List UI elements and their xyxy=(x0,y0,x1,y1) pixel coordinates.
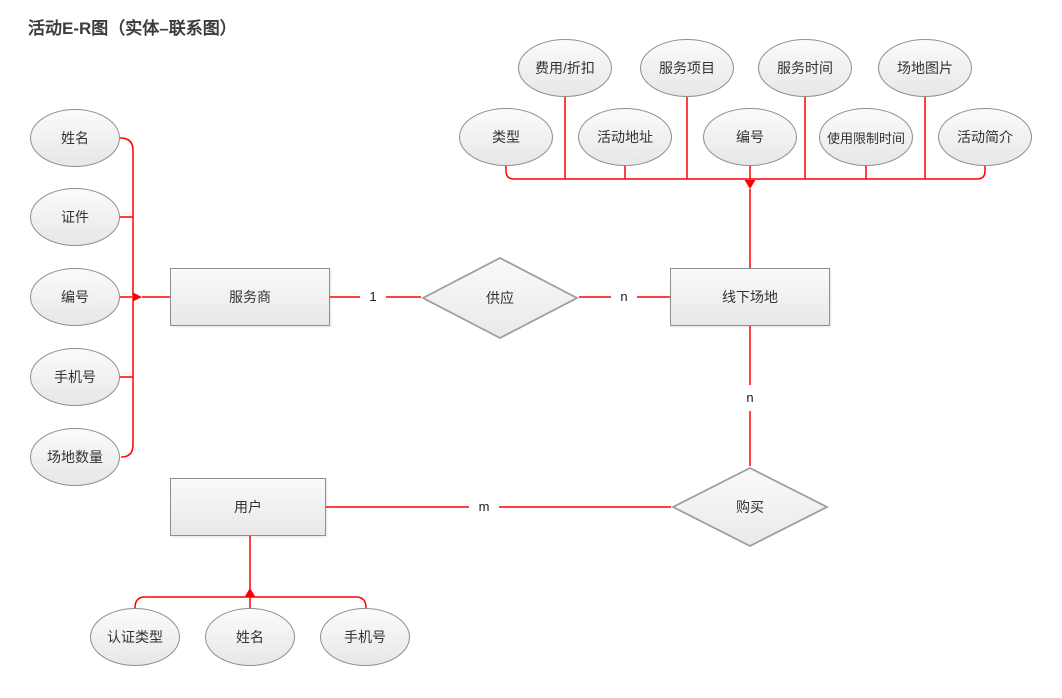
entity-user: 用户 xyxy=(170,478,326,536)
attribute-venue-intro: 活动简介 xyxy=(938,108,1032,166)
relationship-purchase: 购买 xyxy=(671,466,829,548)
arrowhead-to-venue xyxy=(744,180,756,189)
attribute-label: 服务时间 xyxy=(777,60,833,76)
attribute-provider-credential: 证件 xyxy=(30,188,120,246)
attribute-label: 场地数量 xyxy=(47,449,103,465)
attribute-label: 活动地址 xyxy=(597,129,653,145)
attribute-venue-address: 活动地址 xyxy=(578,108,672,166)
entity-label: 线下场地 xyxy=(722,289,778,305)
attribute-venue-service-time: 服务时间 xyxy=(758,39,852,97)
attribute-label: 活动简介 xyxy=(957,129,1013,145)
attribute-user-auth-type: 认证类型 xyxy=(90,608,180,666)
entity-label: 服务商 xyxy=(229,289,271,305)
entity-offline-venue: 线下场地 xyxy=(670,268,830,326)
connector-venue-attr-bus xyxy=(505,166,986,180)
attribute-venue-time-limit: 使用限制时间 xyxy=(819,108,913,166)
attribute-provider-phone: 手机号 xyxy=(30,348,120,406)
connector-user-attr-bus xyxy=(134,596,367,609)
attribute-label: 编号 xyxy=(61,289,89,305)
attribute-label: 类型 xyxy=(492,129,520,145)
attribute-provider-name: 姓名 xyxy=(30,109,120,167)
attribute-venue-pictures: 场地图片 xyxy=(878,39,972,97)
attribute-user-name: 姓名 xyxy=(205,608,295,666)
relationship-label: 购买 xyxy=(736,499,764,515)
attribute-label: 服务项目 xyxy=(659,60,715,76)
entity-label: 用户 xyxy=(234,499,262,515)
attribute-label: 姓名 xyxy=(236,629,264,645)
cardinality-provider-supply: 1 xyxy=(369,289,377,304)
attribute-venue-type: 类型 xyxy=(459,108,553,166)
attribute-label: 费用/折扣 xyxy=(535,60,595,76)
attribute-label: 姓名 xyxy=(61,130,89,146)
attribute-provider-id: 编号 xyxy=(30,268,120,326)
attribute-venue-service-items: 服务项目 xyxy=(640,39,734,97)
diamond-shape xyxy=(421,256,579,340)
cardinality-supply-venue: n xyxy=(620,289,628,304)
attribute-user-phone: 手机号 xyxy=(320,608,410,666)
attribute-label: 编号 xyxy=(736,129,764,145)
diamond-shape xyxy=(671,466,829,548)
attribute-label: 手机号 xyxy=(54,369,96,385)
attribute-label: 使用限制时间 xyxy=(826,130,905,146)
cardinality-venue-purchase: n xyxy=(746,390,754,405)
arrowhead-to-user xyxy=(244,588,256,597)
attribute-provider-venue-count: 场地数量 xyxy=(30,428,120,486)
cardinality-purchase-user: m xyxy=(478,499,490,514)
attribute-label: 证件 xyxy=(61,209,89,225)
attribute-venue-fee-discount: 费用/折扣 xyxy=(518,39,612,97)
attribute-label: 手机号 xyxy=(344,629,386,645)
arrowhead-to-provider xyxy=(133,292,142,302)
diagram-title: 活动E-R图（实体–联系图） xyxy=(28,19,237,38)
attribute-label: 认证类型 xyxy=(107,629,163,645)
relationship-supply: 供应 xyxy=(421,256,579,340)
entity-service-provider: 服务商 xyxy=(170,268,330,326)
relationship-label: 供应 xyxy=(486,290,514,306)
attribute-venue-id: 编号 xyxy=(703,108,797,166)
attribute-label: 场地图片 xyxy=(897,60,953,76)
